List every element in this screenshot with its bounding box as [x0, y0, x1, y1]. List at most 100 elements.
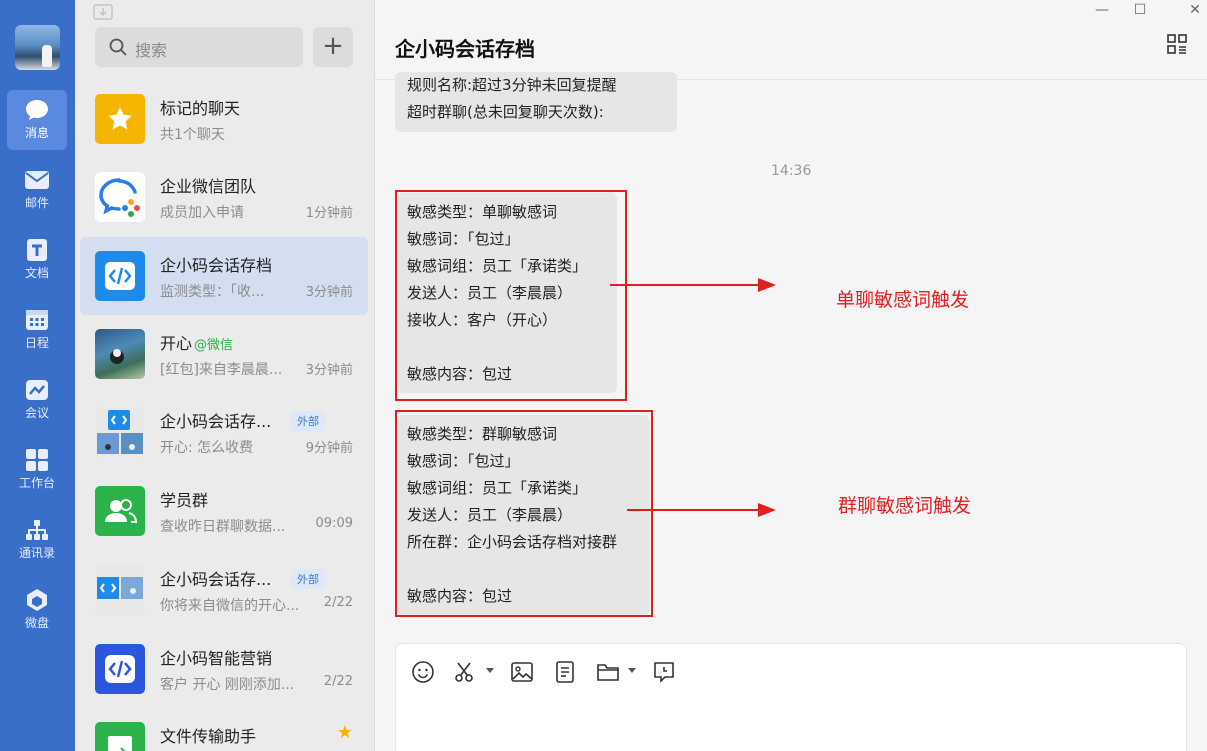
arrow-icon: [610, 278, 776, 292]
chat-header: 企小码会话存档 — ☐ ✕: [375, 0, 1207, 80]
message-line: 敏感类型：单聊敏感词: [407, 203, 558, 221]
wecom-logo-icon: [95, 172, 145, 222]
external-badge: 外部: [291, 411, 325, 431]
message-line: 发送人：员工（李晨晨）: [407, 284, 573, 302]
list-item-archive-active[interactable]: 企小码会话存档 监测类型：「收... 3分钟前: [80, 237, 368, 315]
list-item-smart-marketing[interactable]: 企小码智能营销 客户 开心 刚刚添加... 2/22: [80, 630, 368, 708]
wechat-tag: @微信: [194, 338, 234, 353]
search-icon: [109, 38, 127, 56]
conversation-name: 开心@微信: [160, 334, 234, 353]
maximize-button[interactable]: ☐: [1133, 2, 1147, 18]
message-line: 敏感词：「包过」: [407, 452, 520, 470]
chat-title: 企小码会话存档: [395, 37, 535, 61]
star-icon: [95, 94, 145, 144]
calendar-icon: [26, 310, 48, 330]
conversation-preview: 你将来自微信的开心...: [160, 598, 300, 614]
annotation-label: 单聊敏感词触发: [836, 289, 970, 311]
nav-rail: 消息 邮件 文档 日程 会议 工作台 通讯录 微盘: [0, 0, 75, 751]
message-line: 所在群：企小码会话存档对接群: [407, 533, 618, 551]
annotation-label: 群聊敏感词触发: [838, 495, 972, 517]
timestamp: 14:36: [771, 163, 812, 179]
message-line: 接收人：客户（开心）: [407, 311, 558, 329]
conversation-time: 3分钟前: [305, 285, 353, 300]
star-icon[interactable]: ★: [336, 722, 353, 743]
scissors-icon[interactable]: [453, 660, 477, 684]
chevron-down-icon[interactable]: [628, 666, 636, 674]
conversation-preview: 开心: 怎么收费: [160, 440, 254, 456]
conversation-name: 企小码会话存...: [160, 412, 272, 431]
conversation-preview: 监测类型：「收...: [160, 284, 265, 300]
download-icon[interactable]: [93, 4, 113, 20]
nav-item-messages[interactable]: 消息: [7, 90, 67, 150]
add-button[interactable]: +: [313, 27, 353, 67]
group-icon: [95, 486, 145, 536]
list-item-kaixin[interactable]: 开心@微信 [红包]来自李晨晨... 3分钟前: [80, 315, 368, 393]
nav-label: 会议: [24, 406, 49, 420]
message-line: 敏感词：「包过」: [407, 230, 520, 248]
chat-info-icon[interactable]: [1167, 34, 1187, 54]
list-item-wecom-team[interactable]: 企业微信团队 成员加入申请 1分钟前: [80, 158, 368, 236]
minimize-button[interactable]: —: [1095, 2, 1109, 18]
external-badge: 外部: [291, 569, 325, 589]
nav-label: 工作台: [18, 476, 55, 490]
list-item-file-transfer[interactable]: 文件传输助手 ★: [80, 708, 368, 751]
arrow-icon: [627, 503, 776, 517]
search-input[interactable]: 搜索: [135, 41, 168, 60]
message-icon: [26, 100, 48, 120]
message-bubble: 敏感类型：单聊敏感词 敏感词：「包过」 敏感词组：员工「承诺类」 发送人：员工（…: [397, 193, 617, 393]
nav-label: 消息: [24, 126, 49, 140]
nav-item-workbench[interactable]: 工作台: [7, 440, 67, 500]
nav-label: 日程: [24, 336, 49, 350]
highlight-box: [395, 410, 653, 617]
conversation-list: 搜索 + 标记的聊天 共1个聊天 企业微信团队 成员加入申请 1分钟前 企小码会…: [75, 0, 375, 751]
message-line: 规则名称:超过3分钟未回复提醒: [407, 76, 617, 94]
chat-history-icon[interactable]: [652, 660, 676, 684]
chat-panel: 企小码会话存档 — ☐ ✕ 规则名称:超过3分钟未回复提醒 超时群聊(总未回复聊…: [375, 0, 1207, 751]
close-button[interactable]: ✕: [1189, 2, 1201, 18]
list-item-starred-chats[interactable]: 标记的聊天 共1个聊天: [80, 80, 368, 158]
file-transfer-icon: [95, 722, 145, 751]
nav-label: 通讯录: [18, 546, 55, 560]
list-item-archive-external-2[interactable]: 企小码会话存... 外部 你将来自微信的开心... 2/22: [80, 551, 368, 629]
conversation-preview: 共1个聊天: [160, 127, 225, 143]
document-icon: [27, 239, 47, 261]
image-icon[interactable]: [510, 660, 534, 684]
nav-item-drive[interactable]: 微盘: [7, 580, 67, 640]
note-icon[interactable]: [553, 660, 577, 684]
conversation-name: 文件传输助手: [160, 727, 257, 746]
avatar[interactable]: [15, 25, 60, 70]
message-line: 敏感类型：群聊敏感词: [407, 425, 558, 443]
nav-item-contacts[interactable]: 通讯录: [7, 510, 67, 570]
message-bubble: 规则名称:超过3分钟未回复提醒 超时群聊(总未回复聊天次数):: [395, 72, 677, 132]
list-item-archive-external-1[interactable]: 企小码会话存... 外部 开心: 怎么收费 9分钟前: [80, 393, 368, 471]
nav-item-calendar[interactable]: 日程: [7, 300, 67, 360]
conversation-time: 1分钟前: [305, 206, 353, 221]
conversation-preview: 查收昨日群聊数据...: [160, 519, 286, 535]
nav-item-mail[interactable]: 邮件: [7, 160, 67, 220]
nav-item-docs[interactable]: 文档: [7, 230, 67, 290]
conversation-preview: 客户 开心 刚刚添加...: [160, 677, 295, 693]
highlight-box: [395, 190, 627, 401]
conversation-time: 2/22: [323, 674, 353, 689]
nav-label: 微盘: [24, 616, 49, 630]
conversation-preview: [红包]来自李晨晨...: [160, 362, 283, 378]
folder-icon[interactable]: [596, 660, 620, 684]
conversation-time: 3分钟前: [305, 363, 353, 378]
avatar: [95, 329, 145, 379]
nav-item-meeting[interactable]: 会议: [7, 370, 67, 430]
message-line: 敏感内容：包过: [407, 587, 513, 605]
group-avatar: [95, 565, 145, 615]
conversation-name: 标记的聊天: [160, 99, 241, 118]
message-composer[interactable]: [395, 643, 1187, 751]
code-logo-icon: [95, 644, 145, 694]
conversation-name: 学员群: [160, 491, 209, 510]
contacts-icon: [26, 520, 48, 540]
nav-label: 邮件: [24, 196, 49, 210]
conversation-time: 2/22: [323, 595, 353, 610]
list-item-student-group[interactable]: 学员群 查收昨日群聊数据... 09:09: [80, 472, 368, 550]
mail-icon: [25, 171, 49, 189]
message-line: 超时群聊(总未回复聊天次数):: [407, 103, 604, 121]
chevron-down-icon[interactable]: [486, 666, 494, 674]
emoji-icon[interactable]: [411, 660, 435, 684]
search-box[interactable]: 搜索: [95, 27, 303, 67]
